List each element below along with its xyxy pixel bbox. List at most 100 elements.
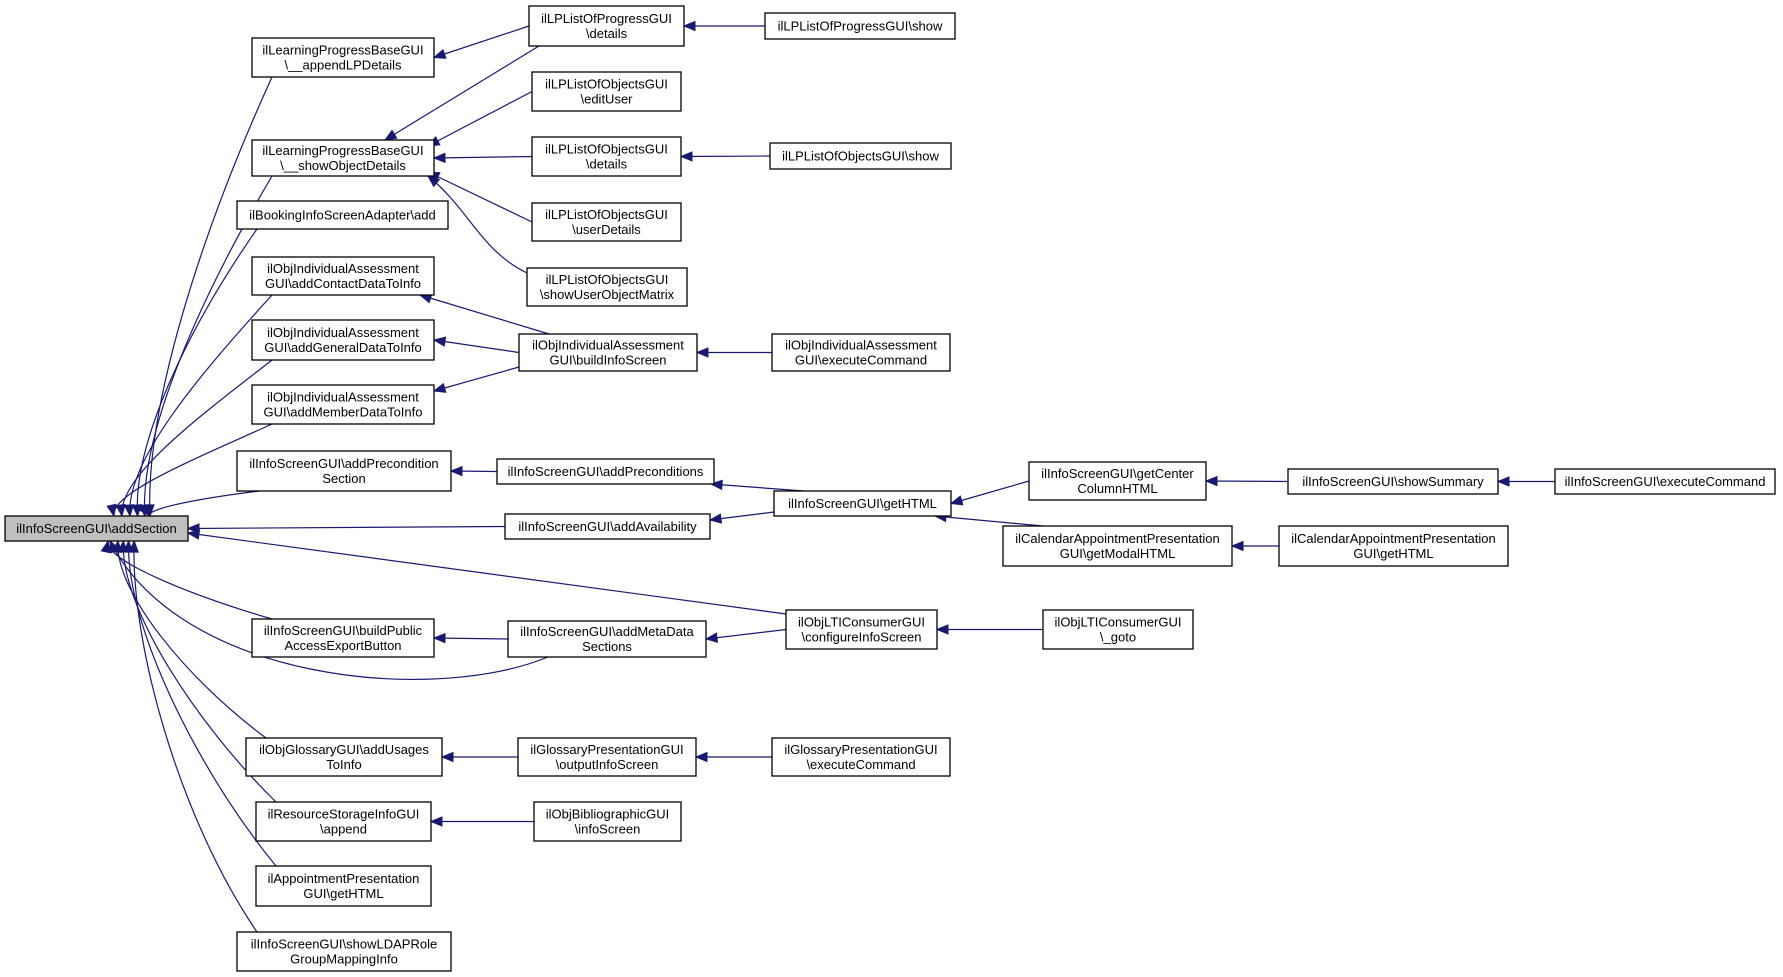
arrowhead-icon: [679, 151, 693, 162]
edge-addGeneral-to-root: [121, 359, 273, 517]
node-addGeneral[interactable]: ilObjIndividualAssessmentGUI\addGeneralD…: [251, 319, 435, 361]
node-execCmd[interactable]: ilInfoScreenGUI\executeCommand: [1554, 468, 1776, 495]
edge-lpProgDet-to-appendLP: [433, 25, 530, 59]
node-resStorage[interactable]: ilResourceStorageInfoGUI\append: [255, 801, 432, 842]
node-label: ilLPListOfProgressGUI: [541, 11, 672, 26]
node-lpObjDet[interactable]: ilLPListOfObjectsGUI\details: [531, 136, 682, 177]
node-label: ilObjIndividualAssessment: [267, 261, 419, 276]
arrowhead-icon: [115, 503, 126, 518]
node-showObjDet[interactable]: ilLearningProgressBaseGUI\__showObjectDe…: [251, 139, 435, 177]
node-label: ilLPListOfObjectsGUI: [545, 207, 668, 222]
node-getHTML[interactable]: ilInfoScreenGUI\getHTML: [773, 490, 952, 517]
node-label: ilGlossaryPresentationGUI: [530, 742, 683, 757]
node-label: ilInfoScreenGUI\executeCommand: [1565, 474, 1766, 489]
node-box: [1554, 468, 1776, 495]
node-showSummary[interactable]: ilInfoScreenGUI\showSummary: [1287, 468, 1499, 495]
arrowhead-icon: [1496, 476, 1510, 487]
node-box: [255, 865, 432, 907]
node-lpObjMatrix[interactable]: ilLPListOfObjectsGUI\showUserObjectMatri…: [526, 267, 688, 307]
arrowhead-icon: [440, 751, 454, 763]
node-box: [236, 200, 449, 230]
node-label: ColumnHTML: [1077, 481, 1157, 496]
node-label: ilLearningProgressBaseGUI: [262, 143, 423, 158]
node-lpObjUser[interactable]: ilLPListOfObjectsGUI\userDetails: [531, 202, 682, 242]
node-label: ilInfoScreenGUI\showLDAPRole: [251, 937, 437, 952]
node-box: [517, 737, 697, 777]
edge-buildInfo-to-addGeneral: [433, 339, 520, 354]
node-box: [771, 737, 951, 777]
node-box: [531, 202, 682, 242]
edge-addMeta-to-buildPublic: [433, 637, 509, 640]
node-addMember[interactable]: ilObjIndividualAssessmentGUI\addMemberDa…: [251, 384, 435, 425]
arrowhead-icon: [186, 529, 201, 540]
node-lpProgShow[interactable]: ilLPListOfProgressGUI\show: [764, 12, 956, 40]
edge-addPrecSec-to-root: [149, 490, 260, 517]
node-glossOut[interactable]: ilGlossaryPresentationGUI\outputInfoScre…: [517, 737, 697, 777]
node-label: ilResourceStorageInfoGUI: [268, 807, 420, 822]
node-label: ToInfo: [326, 757, 361, 772]
node-buildInfo[interactable]: ilObjIndividualAssessmentGUI\buildInfoSc…: [518, 333, 698, 372]
node-booking[interactable]: ilBookingInfoScreenAdapter\add: [236, 200, 449, 230]
node-box: [533, 801, 682, 842]
arrowhead-icon: [708, 513, 723, 524]
node-ltiConf[interactable]: ilObjLTIConsumerGUI\configureInfoScreen: [785, 609, 938, 650]
node-addPrecs[interactable]: ilInfoScreenGUI\addPreconditions: [496, 458, 715, 485]
node-box: [251, 618, 435, 658]
node-addAvail[interactable]: ilInfoScreenGUI\addAvailability: [504, 513, 711, 540]
arrowhead-icon: [123, 504, 135, 518]
arrowhead-icon: [709, 479, 723, 491]
node-appendLP[interactable]: ilLearningProgressBaseGUI\__appendLPDeta…: [251, 37, 435, 78]
node-ldap[interactable]: ilInfoScreenGUI\showLDAPRoleGroupMapping…: [236, 931, 452, 972]
arrowhead-icon: [432, 152, 446, 164]
arrowhead-icon: [100, 539, 111, 554]
arrowhead-icon: [682, 20, 696, 32]
node-label: GUI\addMemberDataToInfo: [264, 405, 423, 420]
node-box: [771, 333, 951, 372]
node-label: GUI\getModalHTML: [1060, 546, 1176, 561]
edge-apptPres-to-root: [128, 540, 277, 867]
arrowhead-icon: [949, 495, 964, 506]
node-calModal[interactable]: ilCalendarAppointmentPresentationGUI\get…: [1002, 525, 1233, 567]
node-lpProgDet[interactable]: ilLPListOfProgressGUI\details: [528, 5, 685, 47]
arrowhead-icon: [1204, 475, 1218, 487]
node-root[interactable]: ilInfoScreenGUI\addSection: [4, 515, 189, 542]
node-label: ilObjLTIConsumerGUI: [798, 615, 925, 630]
arrowhead-icon: [704, 632, 719, 643]
node-box: [507, 620, 707, 658]
node-box: [1028, 461, 1207, 501]
node-label: \showUserObjectMatrix: [540, 287, 675, 302]
node-label: ilInfoScreenGUI\addPrecondition: [249, 456, 438, 471]
arrowhead-icon: [432, 336, 447, 347]
node-label: Section: [322, 471, 365, 486]
node-label: \details: [586, 157, 628, 172]
edge-lpObjMatrix-to-showObjDet: [427, 175, 528, 274]
arrowhead-icon: [694, 751, 708, 763]
arrowhead-icon: [106, 503, 117, 518]
nodes-layer: ilInfoScreenGUI\addSection ilLearningProg…: [4, 5, 1776, 972]
node-biblio[interactable]: ilObjBibliographicGUI\infoScreen: [533, 801, 682, 842]
edge-ltiConf-to-root: [187, 532, 787, 615]
edge-lpObjDet-to-showObjDet: [433, 155, 533, 159]
node-iaExec[interactable]: ilObjIndividualAssessmentGUI\executeComm…: [771, 333, 951, 372]
node-calGetHTML[interactable]: ilCalendarAppointmentPresentationGUI\get…: [1278, 525, 1509, 567]
node-ltiGoto[interactable]: ilObjLTIConsumerGUI\_goto: [1042, 609, 1194, 650]
node-label: ilInfoScreenGUI\getCenter: [1041, 466, 1194, 481]
edge-ltiConf-to-addMeta: [705, 628, 787, 640]
arrowhead-icon: [138, 503, 151, 518]
node-lpObjEdit[interactable]: ilLPListOfObjectsGUI\editUser: [531, 71, 682, 112]
node-label: ilInfoScreenGUI\addSection: [16, 521, 176, 536]
node-addContact[interactable]: ilObjIndividualAssessmentGUI\addContactD…: [251, 256, 435, 296]
node-box: [518, 333, 698, 372]
node-lpObjShow[interactable]: ilLPListOfObjectsGUI\show: [769, 142, 952, 170]
node-label: \_goto: [1100, 630, 1136, 645]
node-buildPublic[interactable]: ilInfoScreenGUI\buildPublicAccessExportB…: [251, 618, 435, 658]
node-glossExec[interactable]: ilGlossaryPresentationGUI\executeCommand: [771, 737, 951, 777]
node-label: ilBookingInfoScreenAdapter\add: [249, 208, 435, 223]
node-box: [251, 256, 435, 296]
arrowhead-icon: [432, 632, 446, 644]
